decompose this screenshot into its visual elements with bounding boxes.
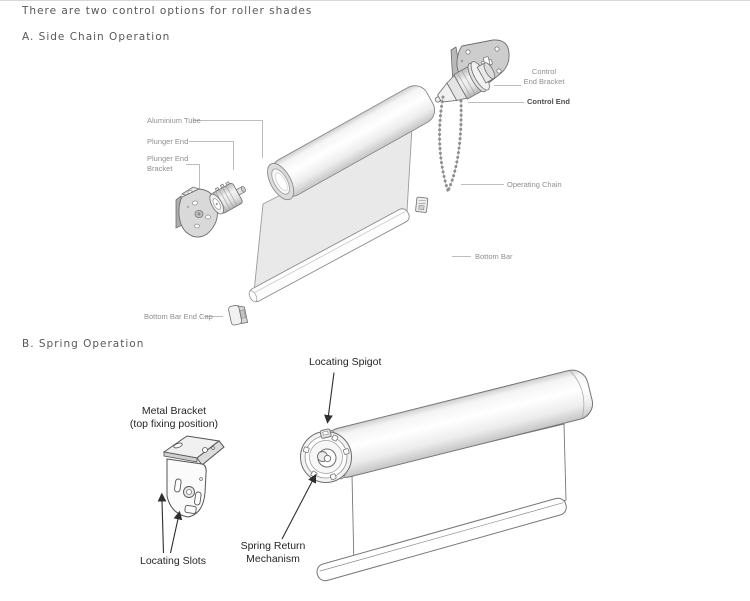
section-a-heading: A. Side Chain Operation (22, 31, 171, 43)
plunger-end-drawing (209, 181, 246, 215)
label-metal-bracket: Metal Bracket (top fixing position) (129, 405, 219, 430)
plunger-end-bracket-drawing (175, 186, 218, 238)
label-control-end: Control End (527, 97, 570, 106)
spring-mechanism-face-drawing (300, 428, 352, 483)
section-b-heading: B. Spring Operation (22, 338, 145, 350)
label-plunger-end: Plunger End (147, 137, 189, 146)
annotation-arrows-b (157, 372, 335, 554)
side-chain-diagram (175, 39, 524, 326)
control-end-drawing (434, 61, 496, 103)
leader-lines-a (186, 85, 524, 317)
label-locating-slots: Locating Slots (140, 555, 206, 567)
chain-clip-drawing (415, 196, 429, 213)
label-operating-chain: Operating Chain (507, 180, 562, 189)
label-plunger-end-bracket: Plunger End Bracket (147, 154, 189, 173)
bottom-bar-b-drawing (316, 497, 567, 582)
label-bottom-bar: Bottom Bar (475, 252, 513, 261)
label-locating-spigot: Locating Spigot (309, 356, 382, 368)
label-control-end-bracket: Control End Bracket (523, 67, 565, 86)
bottom-bar-end-cap-drawing (228, 304, 249, 326)
aluminium-tube-drawing (267, 85, 436, 201)
label-spring-return-mechanism: Spring Return Mechanism (240, 540, 306, 565)
label-bottom-bar-end-cap: Bottom Bar End Cap (144, 312, 213, 321)
spring-diagram (157, 369, 594, 582)
bottom-bar-a-drawing (248, 208, 410, 303)
locating-spigot-tab (319, 428, 332, 439)
operating-chain-drawing (438, 95, 463, 193)
metal-bracket-drawing (162, 435, 225, 518)
label-aluminium-tube: Aluminium Tube (147, 116, 201, 125)
page-title: There are two control options for roller… (22, 5, 313, 17)
